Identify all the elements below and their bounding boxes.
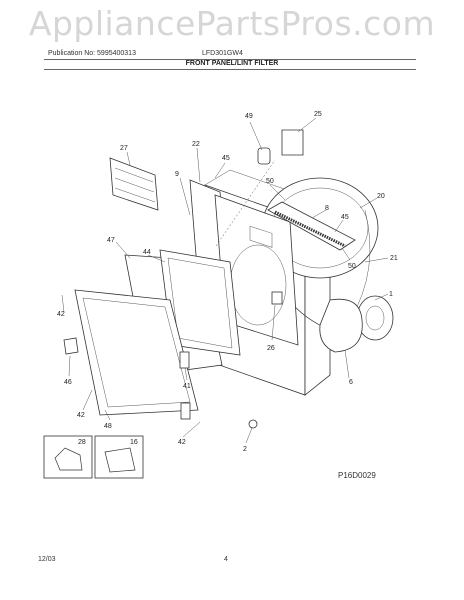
callout-41: 41 [183, 383, 191, 390]
callout-50-right: 50 [348, 263, 356, 270]
callout-2: 2 [243, 446, 247, 453]
lint-filter-screen [109, 157, 159, 211]
lint-filter-housing [267, 201, 356, 251]
inset-parts [43, 435, 144, 479]
callout-45-top: 45 [222, 155, 230, 162]
door-assembly [74, 249, 241, 416]
header-rule-top [44, 59, 416, 60]
leader-lines [61, 117, 389, 444]
callout-9: 9 [175, 171, 179, 178]
callout-49: 49 [245, 113, 253, 120]
small-parts [63, 129, 304, 429]
figure-code: P16D0029 [338, 471, 376, 480]
blower-assembly [319, 295, 394, 353]
callout-25: 25 [314, 111, 322, 118]
callout-50-top: 50 [266, 178, 274, 185]
footer-date: 12/03 [38, 556, 56, 563]
page-number: 4 [224, 556, 228, 563]
callout-16: 16 [130, 439, 138, 446]
callout-45-right: 45 [341, 214, 349, 221]
callout-26: 26 [267, 345, 275, 352]
callout-1: 1 [389, 291, 393, 298]
callout-27: 27 [120, 145, 128, 152]
callout-42-left: 42 [57, 311, 65, 318]
callout-44: 44 [143, 249, 151, 256]
callout-6: 6 [349, 379, 353, 386]
callout-42-bottom-left: 42 [77, 412, 85, 419]
callout-48: 48 [104, 423, 112, 430]
page-title: FRONT PANEL/LINT FILTER [185, 60, 279, 67]
callout-42-bottom: 42 [178, 439, 186, 446]
callout-8: 8 [325, 205, 329, 212]
callout-22: 22 [192, 141, 200, 148]
watermark: AppliancePartsPros.com [28, 4, 436, 43]
callout-20: 20 [377, 193, 385, 200]
door-hinges [179, 351, 191, 420]
callout-labels: 49 25 27 22 45 9 50 20 8 45 47 44 50 21 … [57, 111, 398, 453]
header-rule-bottom [44, 69, 416, 70]
callout-46: 46 [64, 379, 72, 386]
model-number: LFD301GW4 [202, 50, 243, 57]
callout-21: 21 [390, 255, 398, 262]
publication-number: Publication No: 5995400313 [48, 50, 136, 57]
callout-47: 47 [107, 237, 115, 244]
callout-28: 28 [78, 439, 86, 446]
